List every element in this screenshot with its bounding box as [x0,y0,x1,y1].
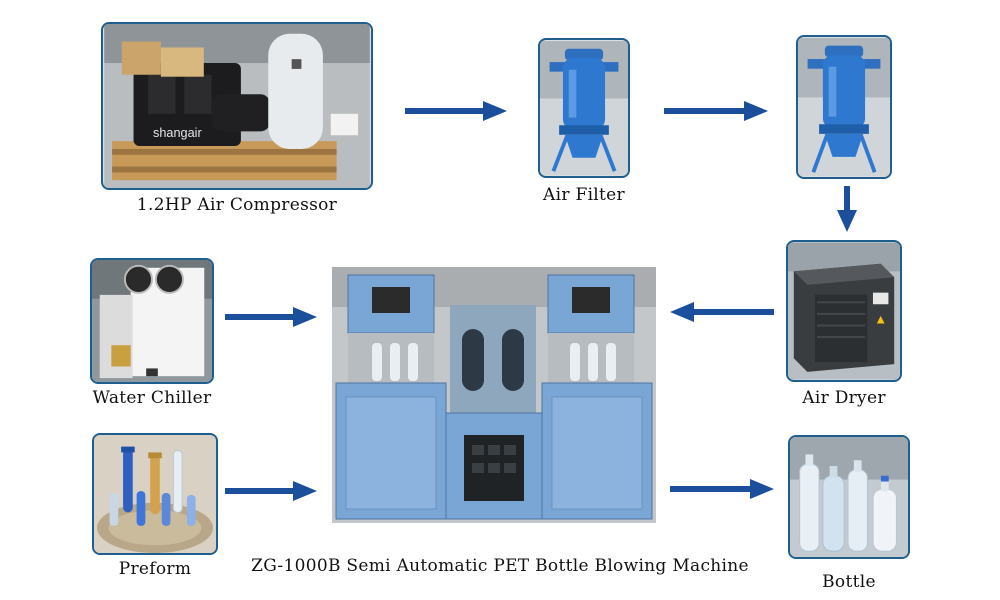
arrow-filter2-to-dryer [837,186,857,232]
air-compressor-label: 1.2HP Air Compressor [136,195,338,215]
air-compressor-illustration: shangair [104,24,370,188]
compressor-brand-text: shangair [153,126,202,140]
water-chiller-label: Water Chiller [92,388,212,408]
arrow-filter-to-filter2 [664,101,768,121]
water-chiller-photo [90,258,214,384]
bottle-photo [788,435,910,559]
arrow-compressor-to-filter [405,101,507,121]
air-dryer-illustration [788,242,900,380]
bottle-illustration [790,437,908,557]
air-filter-2-illustration [798,38,890,176]
preform-label: Preform [118,559,192,579]
air-dryer-photo [786,240,902,382]
preform-photo [92,433,218,555]
air-dryer-label: Air Dryer [802,388,886,408]
blowing-machine-label: ZG-1000B Semi Automatic PET Bottle Blowi… [251,556,749,576]
blowing-machine-illustration [332,267,656,523]
blowing-machine-photo [332,267,656,523]
bottle-label: Bottle [822,572,876,592]
arrow-machine-to-bottle [670,479,774,499]
arrow-preform-to-machine [225,481,317,501]
air-filter-illustration [540,41,628,175]
air-filter-2-photo [796,35,892,179]
air-filter-photo [538,38,630,178]
arrow-chiller-to-machine [225,307,317,327]
preform-illustration [94,435,216,553]
air-filter-label: Air Filter [543,185,625,205]
arrow-dryer-to-machine [670,302,774,322]
air-compressor-photo: shangair [101,22,373,190]
water-chiller-illustration [92,260,212,382]
